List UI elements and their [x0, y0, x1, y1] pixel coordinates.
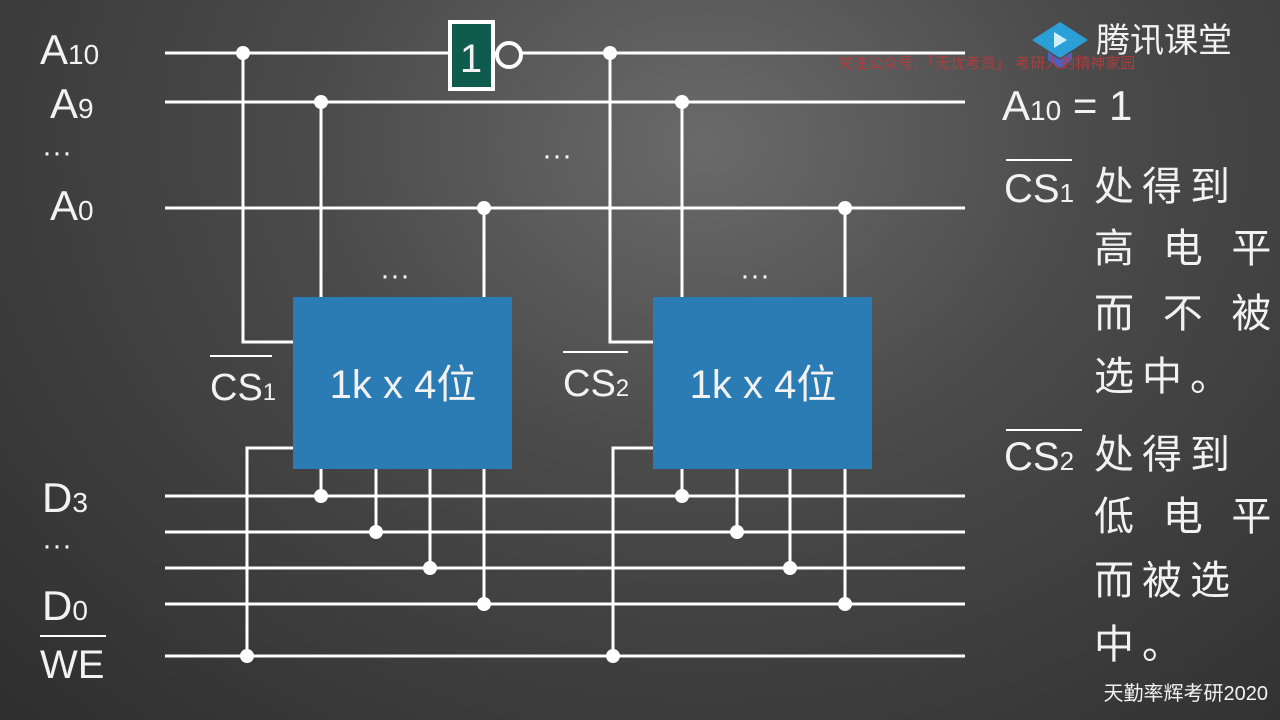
label-we: WE — [40, 643, 104, 687]
explanation-cs2: CS2 — [1004, 435, 1074, 479]
explanation-text: 处得到 — [1094, 432, 1238, 478]
inverter-label: 1 — [460, 37, 482, 81]
cs1-label: CS1 — [210, 367, 276, 409]
label-a10: A10 — [40, 26, 99, 73]
inverter-gate: 1 — [448, 20, 523, 91]
explanation-cs1: CS1 — [1004, 167, 1074, 211]
memory-chip-1 — [293, 297, 512, 469]
ellipsis: ··· — [542, 139, 572, 172]
ellipsis: ··· — [740, 259, 770, 292]
watermark-notice: 关注公众号：「无忧考资」 考研人的精神家园 — [838, 54, 1135, 72]
label-a9: A9 — [50, 80, 94, 127]
explanation-text: 高 电 平 — [1094, 226, 1279, 272]
explanation-text: 选中。 — [1094, 354, 1238, 400]
tencent-classroom-logo: 腾讯课堂 — [1032, 22, 1232, 68]
brand-text: 腾讯课堂 — [1096, 22, 1232, 60]
explanation-equation: A10 = 1 — [1002, 82, 1132, 129]
chip-2-label: 1k x 4位 — [690, 363, 837, 407]
label-a0: A0 — [50, 182, 94, 229]
data-bus — [165, 494, 965, 658]
label-d0: D0 — [42, 582, 88, 629]
explanation-text: 中。 — [1094, 622, 1190, 668]
cs2-label: CS2 — [563, 363, 629, 405]
explanation-text: 而 不 被 — [1094, 291, 1279, 337]
ellipsis: ··· — [42, 529, 72, 562]
footer-watermark: 天勤率辉考研2020 — [1104, 682, 1269, 705]
inverter-bubble — [495, 41, 523, 69]
explanation-text: 处得到 — [1094, 164, 1238, 210]
ellipsis: ··· — [42, 136, 72, 169]
memory-chip-2 — [653, 297, 872, 469]
explanation-text: 低 电 平 — [1094, 494, 1279, 540]
ellipsis: ··· — [380, 259, 410, 292]
junction-dots — [236, 46, 852, 663]
label-d3: D3 — [42, 474, 88, 521]
explanation-text: 而被选 — [1094, 558, 1238, 604]
address-bus — [165, 51, 965, 210]
chip-1-label: 1k x 4位 — [330, 363, 477, 407]
